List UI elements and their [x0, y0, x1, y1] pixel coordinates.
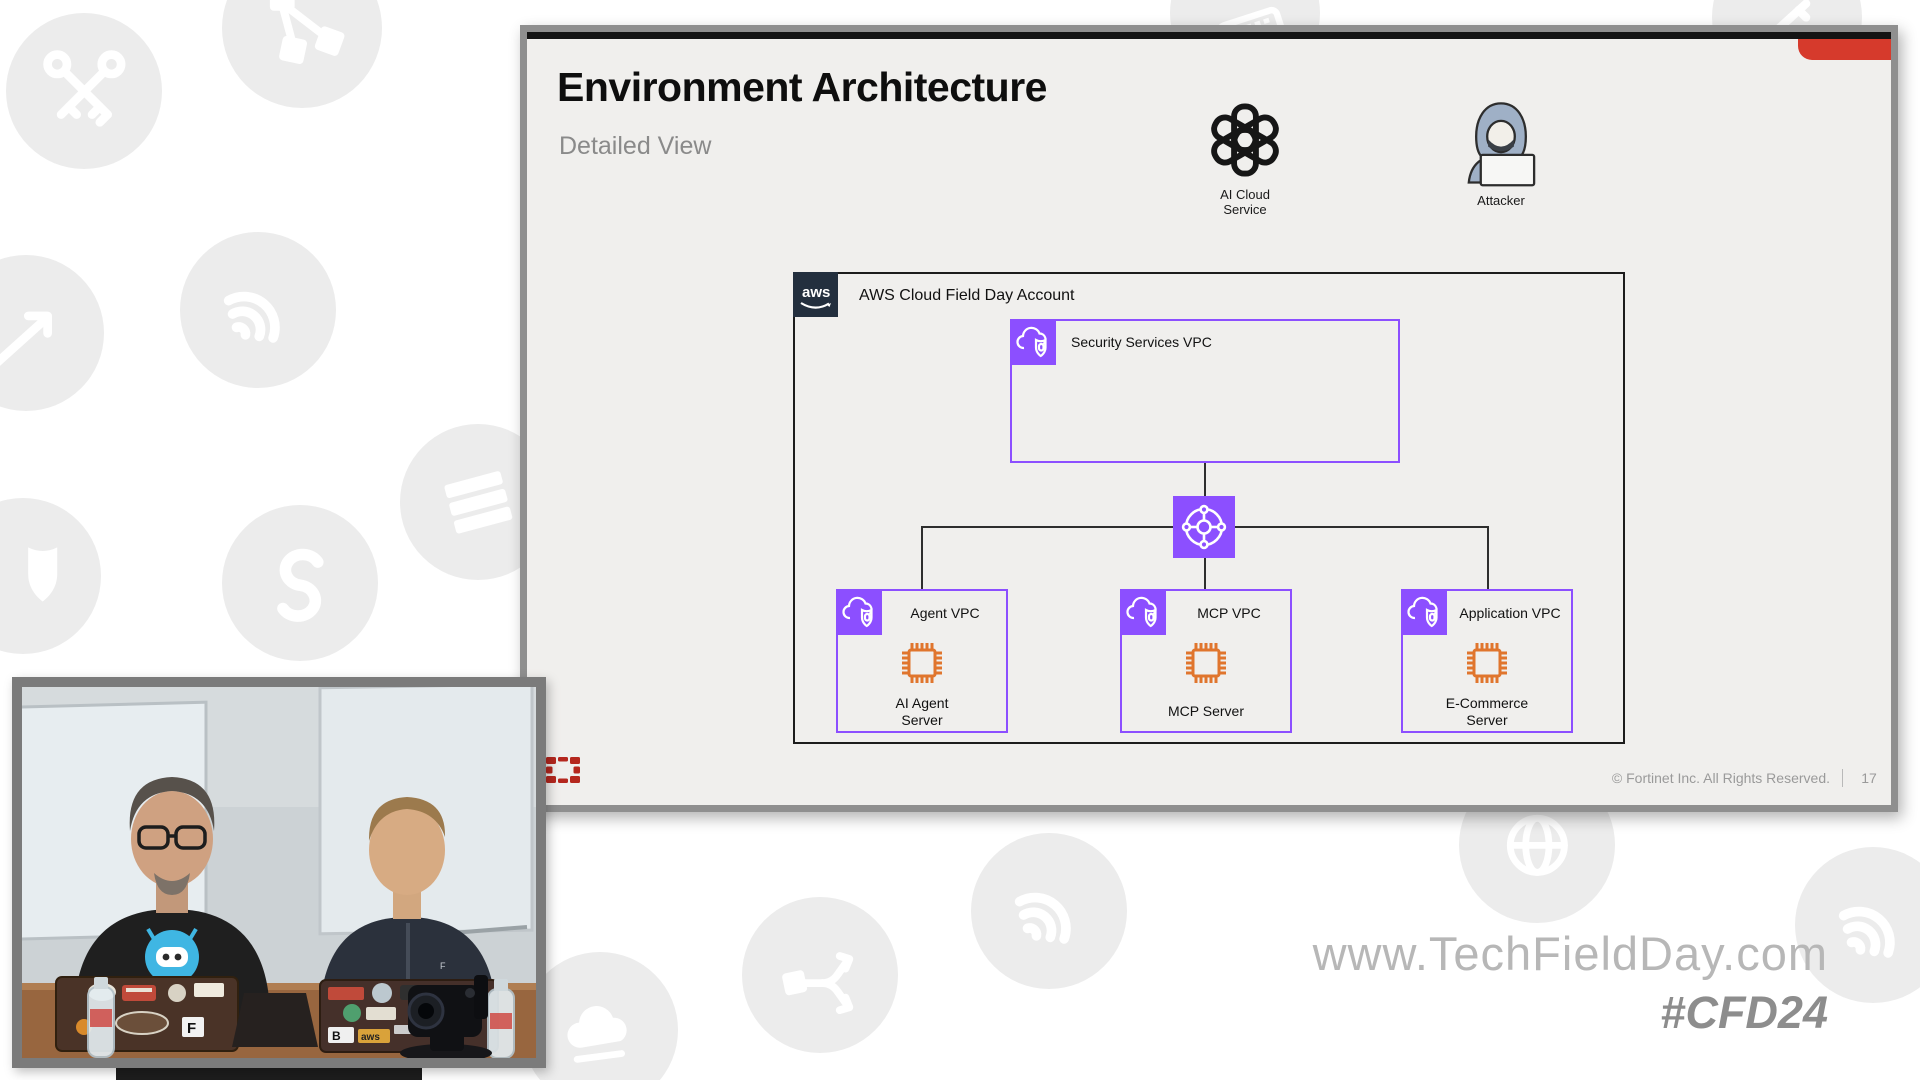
- network-icon: [222, 0, 382, 108]
- presenters-scene: F F B: [8, 682, 536, 1062]
- page-number: 17: [1861, 770, 1877, 786]
- connector-security-to-tgw: [1204, 463, 1206, 497]
- application-vpc-label: Application VPC: [1459, 605, 1561, 621]
- footer-divider: [1842, 769, 1843, 787]
- openai-logo-icon: [1211, 103, 1279, 177]
- event-hashtag: #CFD24: [1660, 987, 1828, 1038]
- vpc-icon: [1401, 589, 1447, 635]
- mcp-server-label: MCP Server: [1168, 703, 1244, 719]
- svg-text:F: F: [187, 1020, 196, 1037]
- aws-account-box: aws AWS Cloud Field Day Account: [793, 272, 1625, 744]
- agent-vpc-label: Agent VPC: [910, 605, 980, 621]
- techfieldday-url: www.TechFieldDay.com: [1312, 927, 1828, 980]
- attacker-label: Attacker: [1477, 193, 1525, 208]
- attacker-actor: Attacker: [1439, 96, 1563, 208]
- connector-to-agent: [921, 526, 923, 589]
- webcam-video: F F B: [8, 677, 546, 1068]
- aws-logo-text: aws: [802, 284, 830, 301]
- slide-footer: © Fortinet Inc. All Rights Reserved. 17: [1612, 769, 1883, 787]
- vpc-icon: [1120, 589, 1166, 635]
- mcp-vpc-box: MCP VPC MCP Server: [1120, 589, 1292, 733]
- bottom-strip: [116, 1066, 422, 1080]
- wifi-icon: [180, 232, 336, 388]
- ai-cloud-label-line1: AI Cloud: [1220, 187, 1270, 202]
- mcp-vpc-label: MCP VPC: [1197, 605, 1261, 621]
- aws-logo-icon: aws: [793, 272, 838, 317]
- svg-text:aws: aws: [361, 1032, 380, 1043]
- svg-text:F: F: [440, 961, 446, 971]
- fortinet-logo-icon: [546, 757, 580, 783]
- branch-arrows-icon: [742, 897, 898, 1053]
- ai-cloud-service-actor: AI Cloud Service: [1183, 98, 1307, 217]
- cloud-icon: [522, 952, 678, 1080]
- shield-icon: [0, 498, 101, 654]
- agent-vpc-box: Agent VPC AI Agent Server: [836, 589, 1008, 733]
- slide-subtitle: Detailed View: [559, 132, 712, 160]
- server-chip-icon: [1467, 643, 1507, 683]
- connector-to-mcp: [1204, 558, 1206, 589]
- aws-account-label: AWS Cloud Field Day Account: [859, 287, 1075, 304]
- server-chip-icon: [902, 643, 942, 683]
- slide-accent-tab: [1798, 39, 1891, 60]
- svg-text:B: B: [332, 1029, 341, 1043]
- server-chip-icon: [1186, 643, 1226, 683]
- application-vpc-box: Application VPC E-Commerce Server: [1401, 589, 1573, 733]
- vpc-icon: [1010, 319, 1056, 365]
- attacker-hacker-icon: [1467, 102, 1536, 187]
- arrow-icon: [0, 255, 104, 411]
- presentation-slide: Environment Architecture Detailed View A…: [520, 25, 1898, 812]
- vpc-icon: [836, 589, 882, 635]
- slide-title: Environment Architecture: [557, 64, 1047, 110]
- copyright-text: © Fortinet Inc. All Rights Reserved.: [1611, 770, 1830, 786]
- s-curve-icon: [222, 505, 378, 661]
- agent-server-label: AI Agent Server: [895, 695, 949, 728]
- slide-top-bar: [527, 32, 1891, 39]
- security-services-vpc-box: Security Services VPC: [1010, 319, 1400, 463]
- ecommerce-server-label: E-Commerce Server: [1445, 695, 1529, 728]
- connector-to-application: [1487, 526, 1489, 589]
- keys-icon: [6, 13, 162, 169]
- wifi-icon: [971, 833, 1127, 989]
- stream-branding: www.TechFieldDay.com #CFD24: [1313, 926, 1828, 1039]
- ai-cloud-label-line2: Service: [1223, 202, 1267, 217]
- transit-gateway-icon: [1173, 496, 1235, 558]
- wifi-icon: [1795, 847, 1920, 1003]
- security-vpc-label: Security Services VPC: [1071, 334, 1212, 350]
